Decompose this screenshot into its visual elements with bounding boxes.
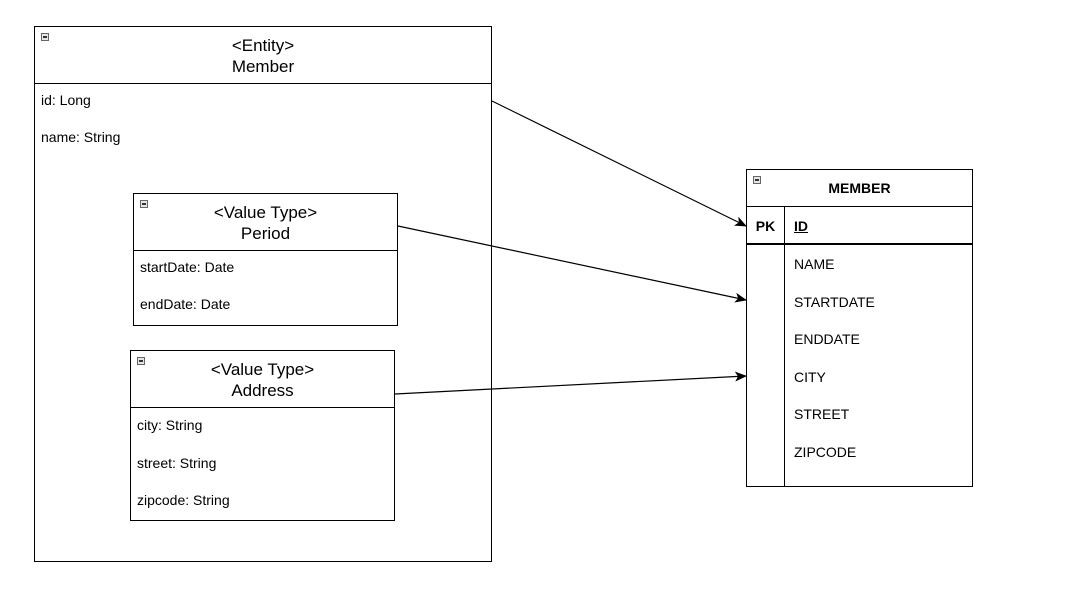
address-attribute: city: String [137, 417, 203, 433]
address-header: <Value Type> Address [131, 351, 394, 408]
entity-stereotype: <Entity> [231, 36, 295, 55]
collapse-icon[interactable] [753, 176, 761, 184]
pk-column: ID [794, 218, 808, 234]
table-column: CITY [794, 369, 826, 385]
table-column-divider [784, 207, 785, 486]
entity-attribute: name: String [41, 129, 121, 145]
period-to-dates-arrow [397, 225, 747, 303]
table-title: MEMBER [747, 170, 972, 207]
collapse-icon[interactable] [41, 33, 49, 41]
member-table[interactable]: MEMBER PK ID NAME STARTDATE ENDDATE CITY… [746, 169, 973, 487]
table-column: ZIPCODE [794, 444, 857, 460]
pk-label: PK [755, 218, 776, 234]
value-type-period-class[interactable]: <Value Type> Period startDate: Date endD… [133, 193, 398, 326]
entity-to-id-arrow [491, 100, 747, 227]
table-pk-row: PK ID [747, 207, 972, 245]
address-attribute: street: String [137, 455, 217, 471]
table-column: ENDDATE [794, 331, 860, 347]
address-to-city-arrow [394, 371, 747, 395]
period-stereotype: <Value Type> [213, 203, 318, 222]
address-stereotype: <Value Type> [210, 360, 315, 379]
collapse-icon[interactable] [137, 357, 145, 365]
table-column: STARTDATE [794, 294, 875, 310]
period-class-name: Period [240, 224, 291, 243]
period-attribute: endDate: Date [140, 296, 231, 312]
entity-member-header: <Entity> Member [35, 27, 491, 84]
address-attribute: zipcode: String [137, 492, 230, 508]
entity-attribute: id: Long [41, 92, 91, 108]
table-column: STREET [794, 406, 850, 422]
period-header: <Value Type> Period [134, 194, 397, 251]
entity-class-name: Member [231, 57, 295, 76]
table-column: NAME [794, 256, 835, 272]
value-type-address-class[interactable]: <Value Type> Address city: String street… [130, 350, 395, 521]
collapse-icon[interactable] [140, 200, 148, 208]
address-class-name: Address [231, 381, 294, 400]
period-attribute: startDate: Date [140, 259, 235, 275]
